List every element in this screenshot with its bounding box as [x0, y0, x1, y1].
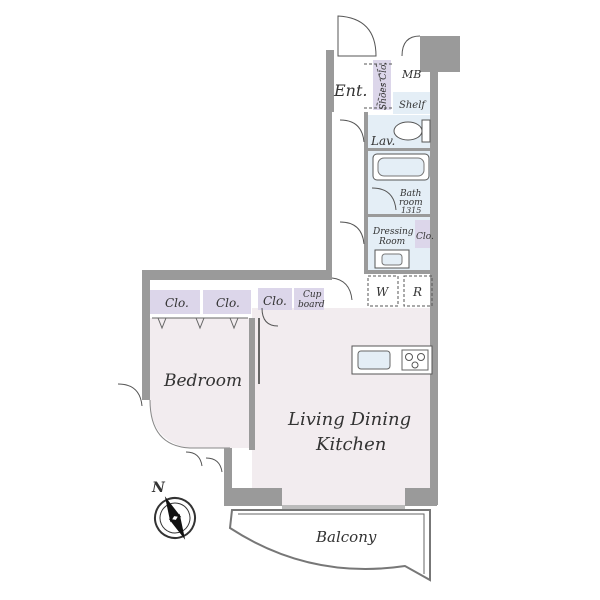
dressing-closet-label: Clo.: [416, 232, 434, 242]
doors: [117, 15, 421, 473]
bathroom-label-2: room: [399, 198, 423, 208]
fixtures: [152, 63, 433, 384]
sink-icon: [357, 350, 391, 370]
lavatory-label: Lav.: [370, 134, 395, 148]
bathtub-icon: [372, 153, 430, 181]
closet-2-fill: [203, 290, 251, 314]
shoes-closet-label: Shoes Clo.: [379, 62, 389, 110]
dressing-label-1: Dressing: [372, 227, 414, 237]
bathroom-label-1: Bath: [399, 189, 421, 199]
bathroom-size-label: 1315: [401, 206, 421, 215]
door-swing-icon: [401, 35, 421, 57]
north-label: N: [151, 480, 166, 496]
ldk-floor: [252, 308, 435, 506]
bedroom-floor: [150, 318, 252, 448]
ldk-label-2: Kitchen: [315, 434, 386, 455]
entrance-label: Ent.: [333, 81, 368, 100]
shelf-label: Shelf: [399, 100, 427, 111]
closet-2-label: Clo.: [216, 296, 240, 310]
cupboard-fill: [294, 288, 324, 310]
closet-1-fill: [150, 290, 200, 314]
washer-label: W: [376, 285, 390, 299]
dressing-label-2: Room: [378, 237, 405, 247]
ldk-label-1: Living Dining: [287, 409, 411, 430]
door-swing-icon: [337, 15, 377, 57]
labels: N Ent. Shoes Clo. MB Shelf Lav. Bath roo…: [151, 62, 434, 546]
cupboard-label-1: Cup: [303, 290, 322, 300]
refrigerator-space: [403, 275, 433, 307]
door-swing-icon: [261, 307, 279, 327]
walls: [142, 36, 460, 506]
dressing-closet-fill: [415, 220, 433, 248]
balcony-area: [228, 505, 431, 582]
door-swing-icon: [371, 187, 397, 211]
compass-icon: [154, 496, 196, 540]
door-swing-icon: [205, 457, 223, 473]
toilet-icon: [393, 119, 431, 143]
door-swing-icon: [331, 277, 353, 301]
refrigerator-label: R: [412, 285, 422, 299]
shelf-floor: [393, 92, 433, 114]
floor-areas: [150, 60, 435, 506]
cupboard-label-2: board: [298, 300, 325, 310]
door-swing-icon: [339, 221, 365, 245]
balcony-label: Balcony: [315, 528, 377, 546]
door-swing-icon: [339, 119, 365, 143]
bedroom-label: Bedroom: [163, 371, 242, 391]
kitchen-counter: [351, 345, 433, 375]
corridor-floor: [330, 110, 366, 308]
closet-3-fill: [258, 288, 292, 310]
meter-box-label: MB: [401, 68, 421, 81]
door-swing-icon: [185, 451, 203, 467]
door-swing-icon: [117, 383, 143, 407]
closet-1-label: Clo.: [165, 296, 189, 310]
closet-3-label: Clo.: [263, 294, 287, 308]
washer-space: [367, 275, 399, 307]
stove-icon: [401, 349, 429, 371]
sink-icon: [374, 249, 410, 269]
